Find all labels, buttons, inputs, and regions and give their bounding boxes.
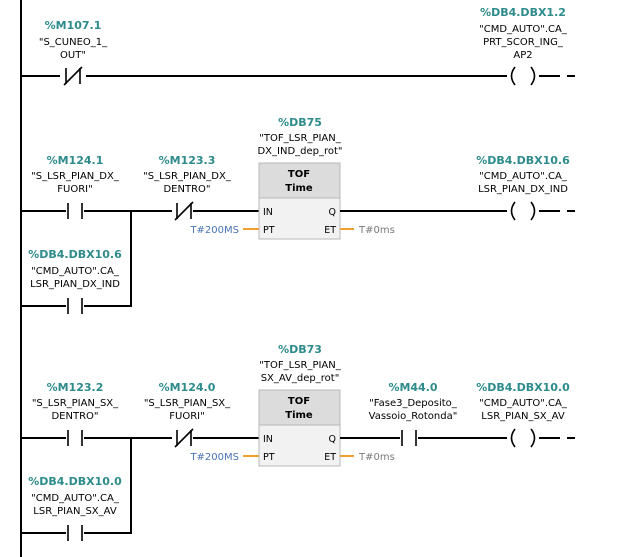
contact-symbol: DENTRO"	[51, 411, 98, 422]
contact-symbol: "CMD_AUTO".CA_	[31, 266, 120, 277]
contact-symbol: "CMD_AUTO".CA_	[31, 493, 120, 504]
pt-value[interactable]: T#200MS	[189, 452, 239, 463]
coil-db4-dbx10-0[interactable]: %DB4.DBX10.0 "CMD_AUTO".CA_ LSR_PIAN_SX_…	[476, 381, 570, 448]
timer-type: TOF	[288, 396, 310, 407]
network-1: %M107.1 "S_CUNEO_1_ OUT" %DB4.DBX1.2 "CM…	[21, 6, 575, 86]
pin-in: IN	[263, 434, 273, 445]
contact-address: %M124.0	[159, 381, 216, 394]
contact-symbol: FUORI"	[169, 411, 204, 422]
coil-symbol: "CMD_AUTO".CA_	[479, 171, 568, 182]
contact-address: %M107.1	[45, 19, 102, 32]
pin-et: ET	[324, 225, 336, 236]
contact-no-m44-0[interactable]: %M44.0 "Fase3_Deposito_ Vassoio_Rotonda"	[369, 381, 458, 446]
timer-instance: "TOF_LSR_PIAN_	[259, 360, 341, 371]
contact-symbol: OUT"	[60, 50, 86, 61]
timer-instance: DX_IND_dep_rot"	[257, 146, 342, 157]
contact-symbol: "Fase3_Deposito_	[369, 398, 458, 409]
contact-nc-m107-1[interactable]: %M107.1 "S_CUNEO_1_ OUT"	[39, 19, 108, 86]
contact-address: %DB4.DBX10.0	[28, 475, 122, 488]
timer-type: TOF	[288, 169, 310, 180]
tof-timer-db73[interactable]: %DB73 "TOF_LSR_PIAN_ SX_AV_dep_rot" TOF …	[258, 343, 342, 467]
pin-pt: PT	[263, 452, 275, 463]
contact-symbol: FUORI"	[57, 184, 92, 195]
network-2: %M124.1 "S_LSR_PIAN_DX_ FUORI" %DB4.DBX1…	[21, 116, 575, 314]
coil-symbol: AP2	[513, 50, 532, 61]
pt-value[interactable]: T#200MS	[189, 225, 239, 236]
pin-pt: PT	[263, 225, 275, 236]
pin-q: Q	[329, 207, 336, 218]
contact-symbol: Vassoio_Rotonda"	[369, 411, 458, 422]
contact-address: %DB4.DBX10.6	[28, 248, 122, 261]
coil-db4-dbx10-6[interactable]: %DB4.DBX10.6 "CMD_AUTO".CA_ LSR_PIAN_DX_…	[476, 154, 570, 221]
contact-symbol: "S_LSR_PIAN_DX_	[31, 171, 120, 182]
coil-address: %DB4.DBX1.2	[480, 6, 566, 19]
coil-address: %DB4.DBX10.0	[476, 381, 570, 394]
coil-symbol: LSR_PIAN_DX_IND	[478, 184, 568, 195]
contact-symbol: LSR_PIAN_SX_AV	[33, 506, 117, 517]
timer-subtype: Time	[285, 410, 313, 421]
contact-address: %M123.2	[47, 381, 104, 394]
pin-et: ET	[324, 452, 336, 463]
pin-in: IN	[263, 207, 273, 218]
contact-no-m124-1[interactable]: %M124.1 "S_LSR_PIAN_DX_ FUORI"	[31, 154, 120, 219]
contact-address: %M123.3	[159, 154, 216, 167]
tof-timer-db75[interactable]: %DB75 "TOF_LSR_PIAN_ DX_IND_dep_rot" TOF…	[257, 116, 343, 240]
contact-nc-m123-3[interactable]: %M123.3 "S_LSR_PIAN_DX_ DENTRO"	[143, 154, 232, 221]
timer-instance: SX_AV_dep_rot"	[261, 373, 340, 384]
contact-symbol: "S_CUNEO_1_	[39, 37, 108, 48]
contact-address: %M124.1	[47, 154, 104, 167]
coil-db4-dbx1-2[interactable]: %DB4.DBX1.2 "CMD_AUTO".CA_ PRT_SCOR_ING_…	[479, 6, 568, 86]
coil-symbol: "CMD_AUTO".CA_	[479, 398, 568, 409]
contact-nc-m124-0[interactable]: %M124.0 "S_LSR_PIAN_SX_ FUORI"	[144, 381, 231, 448]
timer-instance: "TOF_LSR_PIAN_	[259, 133, 341, 144]
network-3: %M123.2 "S_LSR_PIAN_SX_ DENTRO" %DB4.DBX…	[21, 343, 575, 541]
contact-address: %M44.0	[388, 381, 437, 394]
contact-symbol: "S_LSR_PIAN_SX_	[32, 398, 119, 409]
contact-no-db4-dbx10-0[interactable]: %DB4.DBX10.0 "CMD_AUTO".CA_ LSR_PIAN_SX_…	[28, 475, 122, 541]
coil-symbol: "CMD_AUTO".CA_	[479, 24, 568, 35]
contact-no-db4-dbx10-6[interactable]: %DB4.DBX10.6 "CMD_AUTO".CA_ LSR_PIAN_DX_…	[28, 248, 122, 314]
contact-symbol: LSR_PIAN_DX_IND	[30, 279, 120, 290]
contact-no-m123-2[interactable]: %M123.2 "S_LSR_PIAN_SX_ DENTRO"	[32, 381, 119, 446]
coil-address: %DB4.DBX10.6	[476, 154, 570, 167]
timer-db-address: %DB73	[278, 343, 322, 356]
coil-symbol: PRT_SCOR_ING_	[483, 37, 564, 48]
contact-symbol: "S_LSR_PIAN_SX_	[144, 398, 231, 409]
pin-q: Q	[329, 434, 336, 445]
timer-subtype: Time	[285, 183, 313, 194]
timer-db-address: %DB75	[278, 116, 322, 129]
coil-symbol: LSR_PIAN_SX_AV	[481, 411, 565, 422]
contact-symbol: "S_LSR_PIAN_DX_	[143, 171, 232, 182]
et-value: T#0ms	[358, 225, 395, 236]
et-value: T#0ms	[358, 452, 395, 463]
contact-symbol: DENTRO"	[163, 184, 210, 195]
